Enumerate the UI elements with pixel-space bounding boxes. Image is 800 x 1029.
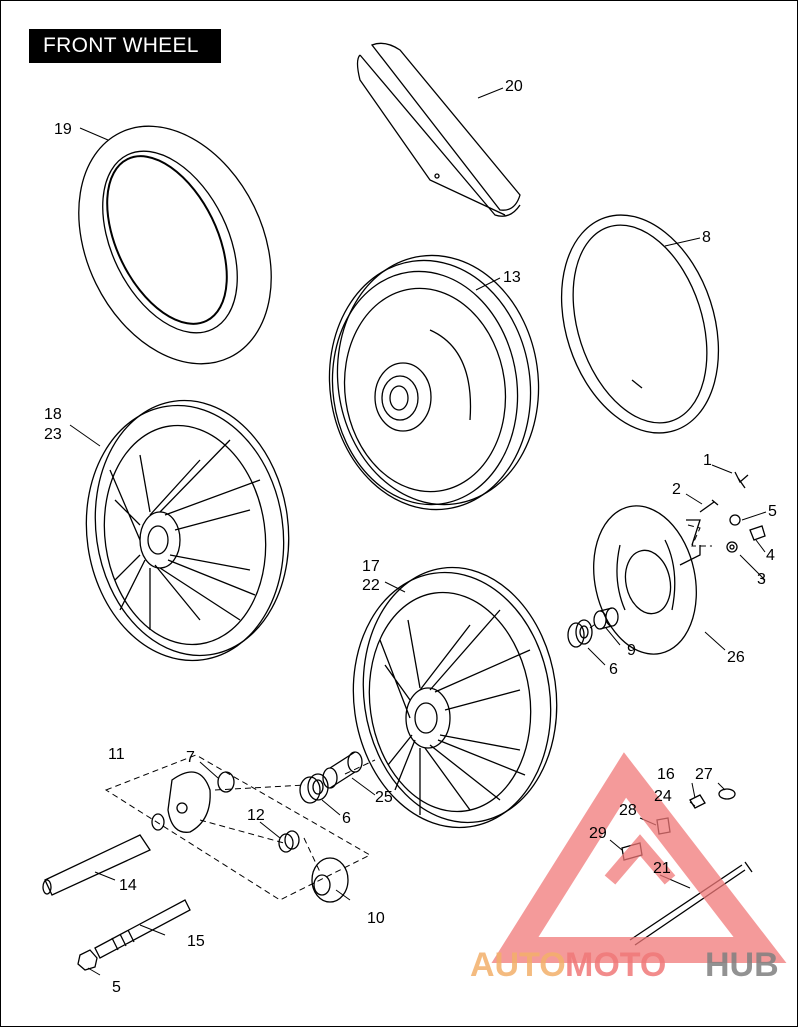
- collar-part-11-inner: [151, 813, 165, 831]
- callout-22: 22: [362, 577, 380, 594]
- tube-part-8: [560, 214, 720, 434]
- nut-part-5-lower: [77, 949, 98, 971]
- leader-lines: [69, 87, 767, 976]
- callout-9: 9: [627, 642, 636, 659]
- laced-wheel-part-17: [352, 566, 558, 829]
- callout-18: 18: [44, 406, 62, 423]
- hardware-parts-1-5: [679, 471, 766, 566]
- cover-part-11: [167, 771, 211, 833]
- disc-wheel-part-13: [328, 254, 540, 511]
- callout-6-lower: 6: [342, 810, 351, 827]
- watermark-logo: [491, 752, 787, 963]
- callout-27: 27: [695, 766, 713, 783]
- callout-26: 26: [727, 649, 745, 666]
- brake-rotor-part-26: [593, 505, 697, 655]
- watermark-text-auto: AUTO: [470, 946, 566, 984]
- callout-23: 23: [44, 426, 62, 443]
- callout-12: 12: [247, 807, 265, 824]
- callout-16: 16: [657, 766, 675, 783]
- callout-20: 20: [505, 78, 523, 95]
- callout-13: 13: [503, 269, 521, 286]
- band-part-20: [356, 42, 521, 217]
- dashed-guides: [104, 524, 712, 901]
- bearing-part-6-lower: [299, 773, 329, 804]
- watermark-text: AUTO MOTO HUB: [470, 946, 779, 984]
- callout-14: 14: [119, 877, 137, 894]
- watermark-text-hub: HUB: [705, 946, 779, 984]
- callout-3: 3: [757, 571, 766, 588]
- bearing-part-6-upper: [567, 619, 593, 648]
- callout-15: 15: [187, 933, 205, 950]
- laced-wheel-part-18: [85, 399, 290, 662]
- callout-11: 11: [108, 746, 125, 763]
- callout-10: 10: [367, 910, 385, 927]
- callout-1: 1: [703, 452, 712, 469]
- callout-29: 29: [589, 825, 607, 842]
- cone-part-10: [311, 857, 349, 903]
- axle-part-15: [94, 899, 191, 959]
- callout-5-lower: 5: [112, 979, 121, 996]
- callout-5-upper: 5: [768, 503, 777, 520]
- axle-part-14: [42, 834, 151, 896]
- callout-17: 17: [362, 558, 380, 575]
- callout-7: 7: [186, 749, 195, 766]
- callout-4: 4: [766, 547, 775, 564]
- callout-labels: 19 20 8 13 18 23 1 2 5 4 3 17 22 9 26 6 …: [44, 78, 777, 996]
- watermark-text-moto: MOTO: [565, 946, 666, 984]
- tire-part-19: [78, 125, 272, 365]
- callout-28: 28: [619, 802, 637, 819]
- callout-2: 2: [672, 481, 681, 498]
- callout-21: 21: [653, 860, 671, 877]
- callout-19: 19: [54, 121, 72, 138]
- callout-24: 24: [654, 788, 672, 805]
- spacer-part-12: [278, 830, 300, 853]
- page-title: FRONT WHEEL: [29, 29, 221, 63]
- spacer-part-9: [593, 607, 619, 630]
- spacer-part-25: [322, 751, 363, 789]
- callout-6-upper: 6: [609, 661, 618, 678]
- callout-8: 8: [702, 229, 711, 246]
- callout-25: 25: [375, 789, 393, 806]
